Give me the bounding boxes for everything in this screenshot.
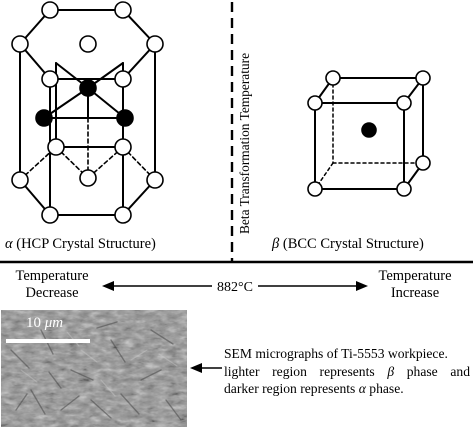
caption-text: darker region represents <box>224 381 359 396</box>
caption-word: represents <box>319 363 375 379</box>
caption-word: region <box>272 363 307 379</box>
temp-decrease-line2: Decrease <box>25 285 79 301</box>
atom <box>146 35 164 53</box>
temperature-arrow <box>102 281 368 291</box>
atom <box>11 171 29 189</box>
transition-temperature: 882°C <box>217 280 253 295</box>
atom <box>146 171 164 189</box>
atom <box>79 35 97 53</box>
caption-text: phase. <box>365 381 404 396</box>
bcc-front-face <box>314 102 405 190</box>
caption-word: lighter <box>224 363 260 379</box>
alpha-symbol: α <box>5 236 13 252</box>
atom <box>41 70 59 88</box>
atom-dark <box>79 79 97 97</box>
bcc-atoms <box>307 70 431 197</box>
temperature-increase-label: Temperature Increase <box>365 268 465 302</box>
scale-bar <box>6 339 90 343</box>
atom <box>307 181 323 197</box>
sem-caption-line2: lighter region represents β phase and <box>224 363 470 381</box>
atom <box>415 70 431 86</box>
hcp-bottom-hexagon <box>19 179 156 216</box>
alpha-label: (HCP Crystal Structure) <box>12 236 156 252</box>
sem-caption-line1: SEM micrographs of Ti-5553 workpiece. <box>224 346 448 361</box>
hcp-middle-layer <box>43 87 89 119</box>
atom <box>41 206 59 224</box>
atom <box>47 138 65 156</box>
beta-symbol-caption: β <box>387 363 395 379</box>
temp-increase-line1: Temperature <box>378 268 452 284</box>
atom <box>396 181 412 197</box>
atom <box>307 95 323 111</box>
alpha-phase-caption: α (HCP Crystal Structure) <box>5 236 156 253</box>
temp-increase-line2: Increase <box>390 285 440 301</box>
atom <box>114 70 132 88</box>
sem-caption-line3: darker region represents α phase. <box>224 380 470 398</box>
sem-micrograph <box>1 310 187 427</box>
caption-word: and <box>450 363 470 379</box>
atom-dark <box>361 122 377 138</box>
scale-value: 10 <box>26 315 41 331</box>
atom <box>396 95 412 111</box>
temperature-decrease-label: Temperature Decrease <box>2 268 102 302</box>
sem-caption: SEM micrographs of Ti-5553 workpiece. li… <box>224 345 470 398</box>
atom <box>114 138 132 156</box>
atom-dark <box>116 109 134 127</box>
atom <box>11 35 29 53</box>
scale-unit: μm <box>44 315 64 331</box>
bcc-top-face <box>314 77 426 104</box>
atom <box>114 1 132 19</box>
hcp-atoms <box>11 1 164 224</box>
beta-transformation-label: Beta Transformation Temperature <box>237 53 252 234</box>
atom <box>415 155 431 171</box>
beta-symbol: β <box>272 236 280 252</box>
alpha-symbol-caption: α <box>358 381 366 396</box>
bcc-right-face <box>403 77 424 190</box>
caption-word: phase <box>406 363 438 379</box>
atom <box>325 70 341 86</box>
atom <box>114 206 132 224</box>
caption-arrow <box>190 363 222 373</box>
atom <box>79 169 97 187</box>
bcc-crystal-structure <box>314 77 426 190</box>
temp-decrease-line1: Temperature <box>15 268 89 284</box>
atom-dark <box>35 109 53 127</box>
beta-label: (BCC Crystal Structure) <box>279 236 424 252</box>
scale-label: 10 μm <box>26 315 63 332</box>
beta-phase-caption: β (BCC Crystal Structure) <box>272 236 424 253</box>
atom <box>41 1 59 19</box>
